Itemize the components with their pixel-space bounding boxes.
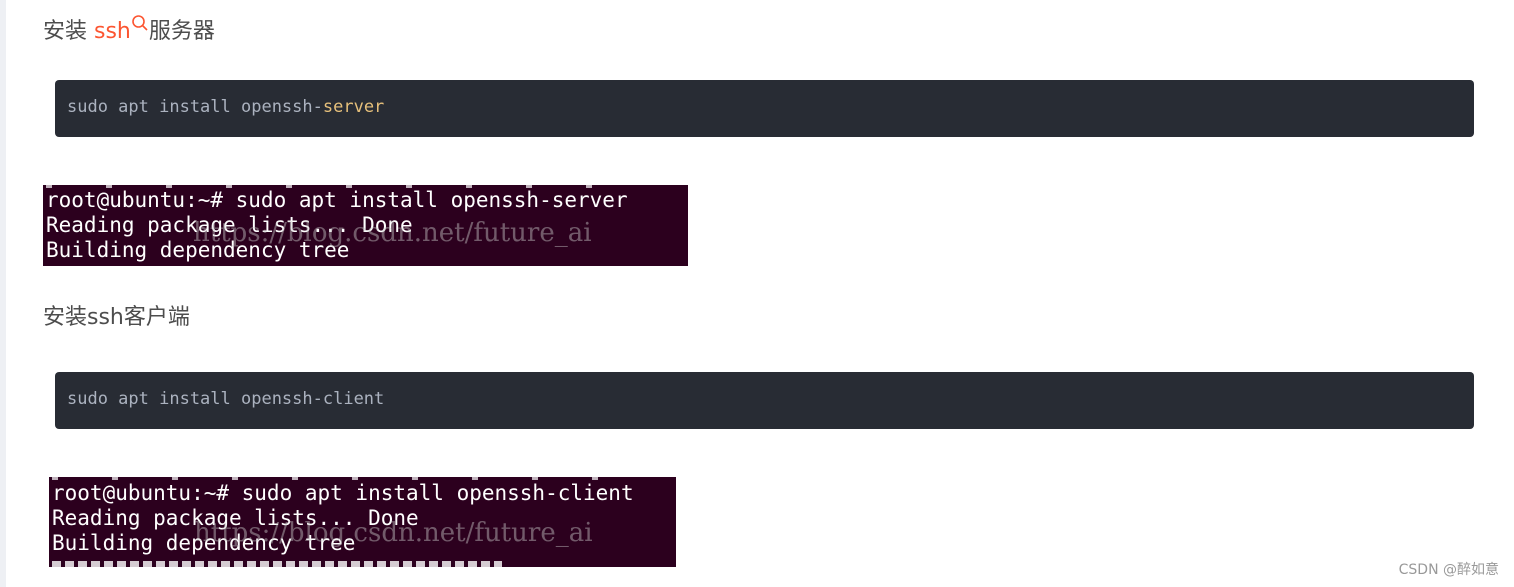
terminal-screenshot-client: root@ubuntu:~# sudo apt install openssh-… [49,477,676,567]
cropped-line-fragment [52,477,652,480]
terminal-line: Building dependency tree [52,531,356,555]
terminal-line: Reading package lists... Done [46,213,413,237]
heading-text: 服务器 [148,19,215,44]
watermark-image: https://blog.csdn.net/future_ai [194,518,593,548]
watermark-image: https://blog.csdn.net/future_ai [193,218,592,248]
section-heading-client: 安装ssh客户端 [43,305,190,330]
cropped-line-fragment [46,185,646,188]
heading-text: 安装 [43,19,94,44]
cropped-line-fragment [52,561,502,567]
terminal-line: root@ubuntu:~# sudo apt install openssh-… [46,188,628,212]
code-block-client[interactable]: sudo apt install openssh-client [55,372,1474,429]
keyword-link-ssh[interactable]: ssh [94,19,131,44]
left-sidebar-edge [0,0,6,587]
section-heading-server: 安装 ssh 服务器 [43,11,215,47]
terminal-line: Reading package lists... Done [52,506,419,530]
terminal-line: root@ubuntu:~# sudo apt install openssh-… [52,481,634,505]
terminal-screenshot-server: root@ubuntu:~# sudo apt install openssh-… [43,185,688,266]
code-text: sudo apt install openssh-server [67,97,385,117]
code-block-server[interactable]: sudo apt install openssh-server [55,80,1474,137]
author-credit: CSDN @醉如意 [1398,562,1499,578]
search-icon[interactable] [131,11,149,31]
code-text: sudo apt install openssh-client [67,389,385,409]
terminal-line: Building dependency tree [46,238,350,262]
